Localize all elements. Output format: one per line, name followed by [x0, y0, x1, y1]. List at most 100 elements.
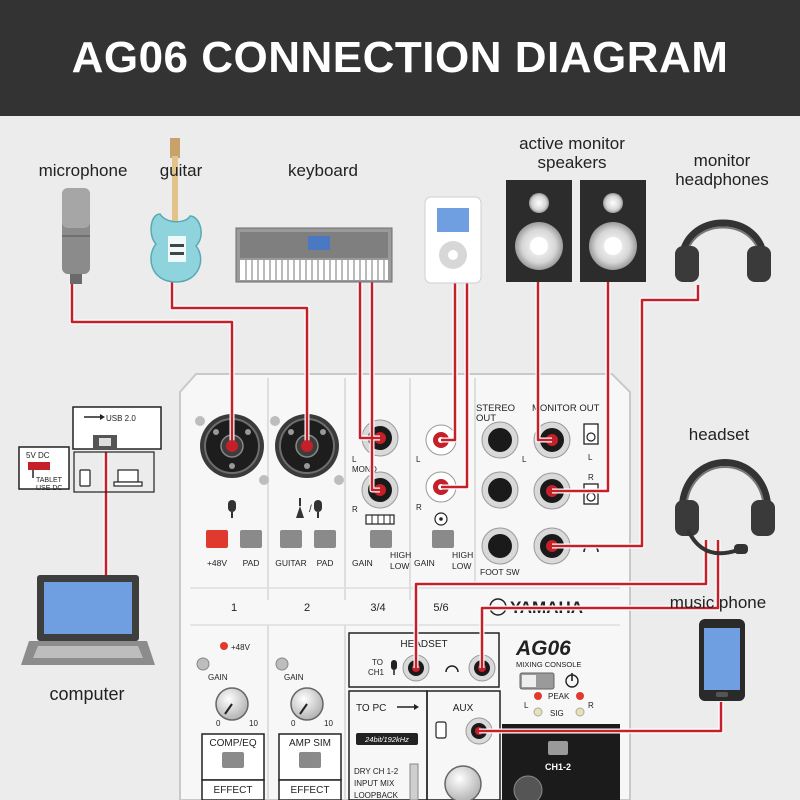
screw-icon [196, 657, 210, 671]
stereo-out-l-jack[interactable] [481, 421, 519, 459]
meter-l-label: L [524, 701, 529, 710]
foot-sw-label: FOOT SW [480, 567, 520, 577]
channel-number-56: 5/6 [433, 602, 448, 614]
loopback-slider[interactable] [409, 763, 419, 800]
cable-keyboard-r [370, 278, 380, 492]
gain-switch-ch34[interactable] [370, 530, 392, 548]
speakers-label-1: active monitor [519, 134, 625, 153]
aux-level-knob[interactable] [444, 765, 482, 800]
ch12-button[interactable] [548, 741, 568, 755]
cable-microphone-ch1 [70, 282, 234, 446]
headset-section [348, 632, 500, 688]
peak-led-l [534, 692, 542, 700]
high-label-ch56: HIGH [452, 550, 473, 560]
cable-guitar-ch2 [170, 282, 309, 446]
headset-label: headset [689, 425, 750, 444]
ch34-r-label: R [352, 505, 358, 514]
model-logo: AG06 [515, 637, 571, 660]
phantom-label: +48V [207, 558, 227, 568]
stereo-out-label-2: OUT [476, 413, 496, 424]
page-title: AG06 CONNECTION DIAGRAM [71, 33, 729, 82]
to-pc-label: TO PC [356, 703, 386, 714]
speaker-right-icon [580, 180, 646, 282]
meter-r-label: R [588, 701, 594, 710]
cable-player-l [441, 283, 457, 442]
effect-label-ch2: EFFECT [291, 785, 330, 796]
bitrate-label: 24bit/192kHz [364, 735, 409, 744]
monitor-out-r-label: R [588, 473, 594, 482]
cable-headset-phones [480, 540, 720, 668]
gain-knob-label-ch1: GAIN [208, 673, 228, 682]
guitar-icon [150, 138, 202, 283]
svg-text:/: / [309, 504, 312, 515]
headphones-label-2: headphones [675, 170, 769, 189]
gain-switch-ch56[interactable] [432, 530, 454, 548]
dry-label-2: INPUT MIX [354, 779, 395, 788]
title-banner: AG06 CONNECTION DIAGRAM [0, 0, 800, 116]
phantom-indicator-led [220, 642, 228, 650]
amp-sim-button[interactable] [299, 752, 321, 768]
power-switch-toggle [522, 675, 536, 687]
ch12-knob[interactable] [513, 775, 543, 800]
mic-icon [228, 500, 236, 518]
pad-button-ch2[interactable] [314, 530, 336, 548]
low-label-ch56: LOW [452, 561, 471, 571]
headphones-label-1: monitor [694, 151, 751, 170]
stereo-out-label: STEREO [476, 403, 515, 414]
ch56-l-label: L [416, 455, 421, 464]
channel-number-34: 3/4 [370, 602, 385, 614]
gain-label-ch34: GAIN [352, 558, 373, 568]
screw-icon [275, 657, 289, 671]
comp-eq-button[interactable] [222, 752, 244, 768]
stereo-out-r-jack[interactable] [481, 471, 519, 509]
gain-min-label-ch1: 0 [216, 719, 221, 728]
dc-label: 5V DC [26, 451, 50, 460]
ch56-r-label: R [416, 503, 422, 512]
computer-label: computer [49, 684, 124, 704]
foot-switch-jack[interactable] [481, 527, 519, 565]
phantom-48v-button[interactable] [206, 530, 228, 548]
to-ch1-label-a: TO [372, 658, 383, 667]
tablet-label-2: USE DC [36, 485, 62, 492]
channel-number-1: 1 [231, 602, 237, 614]
monitor-out-l-label: L [588, 453, 593, 462]
peak-led-r [576, 692, 584, 700]
guitar-label: guitar [160, 161, 203, 180]
disc-icon [434, 512, 448, 526]
tablet-label-1: TABLET [36, 477, 63, 484]
ch12-label: CH1-2 [545, 762, 571, 772]
low-label-ch34: LOW [390, 561, 409, 571]
effect-label-ch1: EFFECT [214, 785, 253, 796]
phone-device-icon [435, 721, 447, 739]
plug-ch2 [301, 440, 313, 452]
pad-label-ch2: PAD [317, 558, 334, 568]
usb-port-label: USB 2.0 [106, 414, 136, 423]
gain-max-label-ch1: 10 [249, 719, 258, 728]
power-icon [565, 673, 579, 688]
headset-icon [675, 459, 775, 556]
phantom-indicator-label: +48V [231, 643, 251, 652]
guitar-button[interactable] [280, 530, 302, 548]
screw-icon [259, 475, 269, 485]
pad-button-ch1[interactable] [240, 530, 262, 548]
bitrate-badge [356, 733, 418, 745]
speaker-left-icon [506, 180, 572, 282]
media-player-icon [424, 196, 482, 284]
gain-max-label-ch2: 10 [324, 719, 333, 728]
gain-knob-ch1[interactable] [215, 687, 249, 721]
gain-knob-ch2[interactable] [290, 687, 324, 721]
dry-label-1: DRY CH 1-2 [354, 767, 399, 776]
gain-min-label-ch2: 0 [291, 719, 296, 728]
guitar-switch-label: GUITAR [275, 558, 306, 568]
red-cables [70, 278, 723, 733]
speakers-label-2: speakers [538, 153, 607, 172]
laptop-small-icon [113, 469, 143, 487]
signal-led-l [533, 707, 543, 717]
mixer-ag06: / +48V PAD GUITAR PAD GAIN HIGH LOW GAIN… [179, 373, 631, 800]
keyboard-label: keyboard [288, 161, 358, 180]
cable-phone-aux [479, 702, 723, 733]
cable-player-r [441, 283, 469, 489]
amp-sim-label: AMP SIM [289, 738, 331, 749]
high-label-ch34: HIGH [390, 550, 411, 560]
